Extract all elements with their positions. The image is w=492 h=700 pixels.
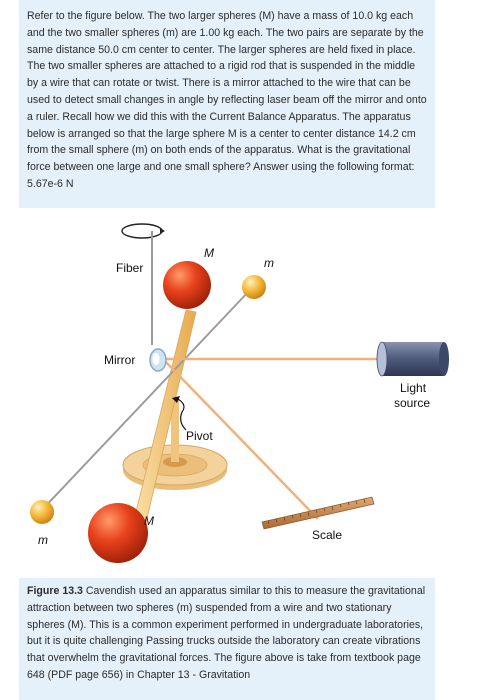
mirror-label: Mirror xyxy=(104,353,135,367)
question-text: Refer to the figure below. The two large… xyxy=(27,10,427,190)
big-mass-top-label: M xyxy=(204,246,214,260)
pivot-pointer xyxy=(175,397,187,431)
pivot-post xyxy=(171,400,179,462)
light-source-label-line1: Light xyxy=(400,381,427,395)
pivot-label: Pivot xyxy=(186,429,213,443)
small-sphere-rod xyxy=(39,289,251,513)
caption-panel xyxy=(19,578,435,700)
big-mass-bottom-label: M xyxy=(144,514,154,528)
small-mass-bottom-label: m xyxy=(38,533,48,547)
reflected-light-beam xyxy=(162,358,319,520)
rotation-arrow-icon xyxy=(121,223,165,239)
caption-figure-label: Figure 13.3 xyxy=(27,585,83,597)
light-source-label-line2: source xyxy=(394,396,430,410)
mirror-icon xyxy=(149,348,167,372)
question-panel xyxy=(19,0,435,208)
fiber-label: Fiber xyxy=(116,261,143,275)
cavendish-apparatus-figure: Fiber Mirror Pivot Scale Light source M … xyxy=(30,223,449,563)
large-sphere-rod xyxy=(130,309,197,536)
small-sphere-bottom xyxy=(30,500,54,524)
caption-text: Cavendish used an apparatus similar to t… xyxy=(27,585,426,681)
scale-ruler xyxy=(261,496,375,530)
small-mass-top-label: m xyxy=(264,256,274,270)
small-sphere-top xyxy=(242,275,266,299)
pivot-arrowhead xyxy=(172,396,180,403)
large-sphere-top xyxy=(163,261,211,309)
scale-label: Scale xyxy=(312,528,342,542)
light-source-icon xyxy=(376,341,449,377)
figure-caption: Figure 13.3 Cavendish used an apparatus … xyxy=(27,583,427,684)
large-sphere-bottom xyxy=(88,503,148,563)
